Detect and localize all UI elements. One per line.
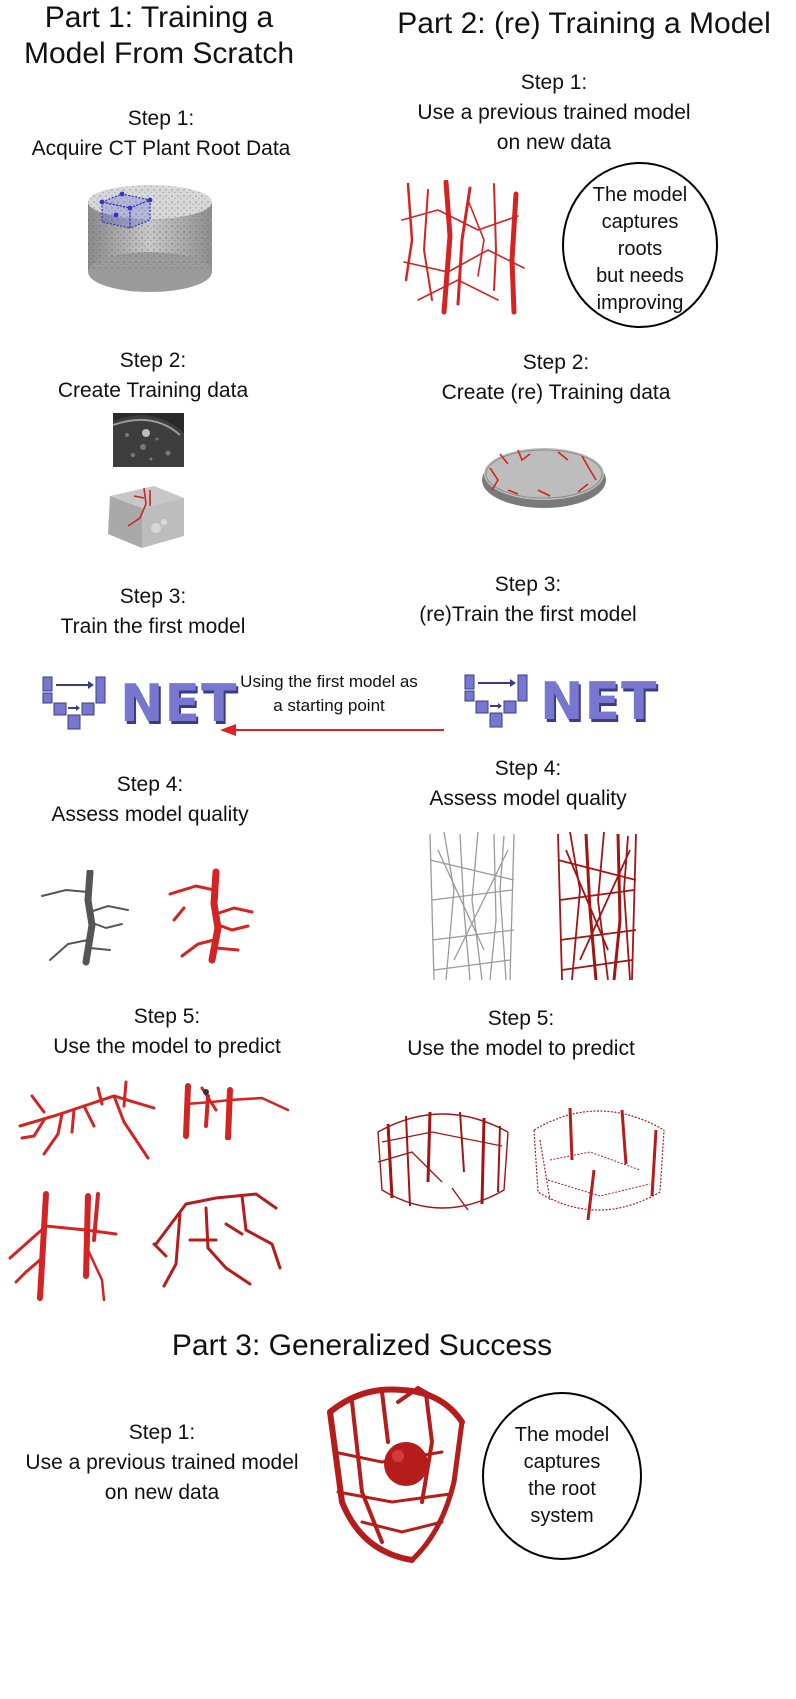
- retraining-slice-disc: [478, 440, 610, 512]
- prediction-root-c: [6, 1190, 122, 1302]
- part2-step4-heading: Step 4:: [494, 757, 562, 780]
- part3-callout-line3: the root: [528, 1478, 596, 1500]
- part2-step3-caption: Step 3: (re)Train the first model: [396, 570, 660, 630]
- part2-step1-desc-line2: on new data: [496, 131, 612, 154]
- generalized-prediction-vessel-image: [322, 1382, 472, 1564]
- part1-step1-caption: Step 1: Acquire CT Plant Root Data: [0, 104, 322, 164]
- part2-step1-caption: Step 1: Use a previous trained model on …: [396, 68, 712, 158]
- part2-step5-desc: Use the model to predict: [407, 1037, 635, 1060]
- annotated-cube-image: [104, 478, 190, 550]
- unet-architecture-icon: [42, 676, 106, 730]
- net-logo-text-left: NET: [120, 674, 238, 734]
- part3-step1-caption: Step 1: Use a previous trained model on …: [12, 1418, 312, 1508]
- part3-callout-line4: system: [530, 1505, 594, 1527]
- unet-logo-right: NET: [464, 672, 658, 732]
- part1-step4-heading: Step 4:: [116, 773, 184, 796]
- unet-architecture-icon: [464, 674, 528, 728]
- part2-step4-caption: Step 4: Assess model quality: [418, 754, 638, 814]
- part3-callout-line1: The model: [514, 1424, 610, 1446]
- part1-step3-desc: Train the first model: [60, 615, 246, 638]
- part3-step1-heading: Step 1:: [128, 1421, 196, 1444]
- red-arrow-left: [220, 722, 444, 743]
- part2-title-text: Part 2: (re) Training a Model: [397, 7, 771, 40]
- prediction-root-ring-a: [372, 1102, 514, 1220]
- part3-step1-desc-line1: Use a previous trained model: [25, 1451, 299, 1474]
- part2-step3-heading: Step 3:: [494, 573, 562, 596]
- ct-slice-image: [113, 413, 184, 467]
- part2-step2-caption: Step 2: Create (re) Training data: [420, 348, 692, 408]
- part3-callout-circle: The model captures the root system: [482, 1392, 642, 1560]
- part2-step4-desc: Assess model quality: [429, 787, 627, 810]
- prediction-root-ring-b: [530, 1100, 668, 1224]
- part1-step2-heading: Step 2:: [119, 349, 187, 372]
- part1-step2-desc: Create Training data: [57, 379, 249, 402]
- arrow-note-line1: Using the first model as: [240, 672, 418, 691]
- ct-soil-cylinder-image: [80, 182, 220, 294]
- arrow-note-line2: a starting point: [273, 696, 385, 715]
- part1-step1-desc: Acquire CT Plant Root Data: [31, 137, 291, 160]
- part1-step3-heading: Step 3:: [119, 585, 187, 608]
- part1-step2-caption: Step 2: Create Training data: [0, 346, 306, 406]
- initial-prediction-roots: [398, 180, 528, 322]
- part1-step5-heading: Step 5:: [133, 1005, 201, 1028]
- net-logo-text-right: NET: [540, 672, 658, 732]
- arrow-note: Using the first model as a starting poin…: [226, 670, 432, 718]
- part2-callout-line3: roots: [617, 238, 663, 260]
- part1-step1-heading: Step 1:: [127, 107, 195, 130]
- part1-step4-desc: Assess model quality: [51, 803, 249, 826]
- part3-callout-line2: captures: [523, 1451, 601, 1473]
- part2-step2-heading: Step 2:: [522, 351, 590, 374]
- part3-title: Part 3: Generalized Success: [160, 1328, 564, 1364]
- ground-truth-root-column-gray: [424, 830, 520, 984]
- part2-callout-line1: The model: [592, 184, 688, 206]
- predicted-root-column-red: [552, 830, 642, 984]
- part2-step1-heading: Step 1:: [520, 71, 588, 94]
- part3-step1-desc-line2: on new data: [104, 1481, 220, 1504]
- part1-title-text: Part 1: Training a Model From Scratch: [23, 1, 295, 70]
- part2-step2-desc: Create (re) Training data: [441, 381, 671, 404]
- part2-callout-line4: but needs: [596, 265, 684, 287]
- part1-step3-caption: Step 3: Train the first model: [0, 582, 306, 642]
- predicted-root-red: [162, 868, 262, 964]
- prediction-root-a: [14, 1076, 164, 1162]
- part2-step5-heading: Step 5:: [487, 1007, 555, 1030]
- part2-title: Part 2: (re) Training a Model: [372, 6, 796, 42]
- part2-step5-caption: Step 5: Use the model to predict: [388, 1004, 654, 1064]
- prediction-root-b: [172, 1080, 292, 1140]
- part2-callout-line5: improving: [596, 292, 684, 314]
- prediction-root-d: [146, 1184, 286, 1290]
- part2-callout-line2: captures: [601, 211, 679, 233]
- part2-callout-circle: The model captures roots but needs impro…: [562, 162, 718, 328]
- part1-step4-caption: Step 4: Assess model quality: [0, 770, 300, 830]
- part2-step1-desc-line1: Use a previous trained model: [417, 101, 691, 124]
- part1-step5-desc: Use the model to predict: [53, 1035, 281, 1058]
- part1-title: Part 1: Training a Model From Scratch: [0, 0, 318, 72]
- part2-step3-desc: (re)Train the first model: [419, 603, 637, 626]
- unet-logo-left: NET: [42, 674, 238, 734]
- part3-title-text: Part 3: Generalized Success: [171, 1329, 553, 1362]
- part1-step5-caption: Step 5: Use the model to predict: [0, 1002, 334, 1062]
- ground-truth-root-gray: [38, 870, 138, 966]
